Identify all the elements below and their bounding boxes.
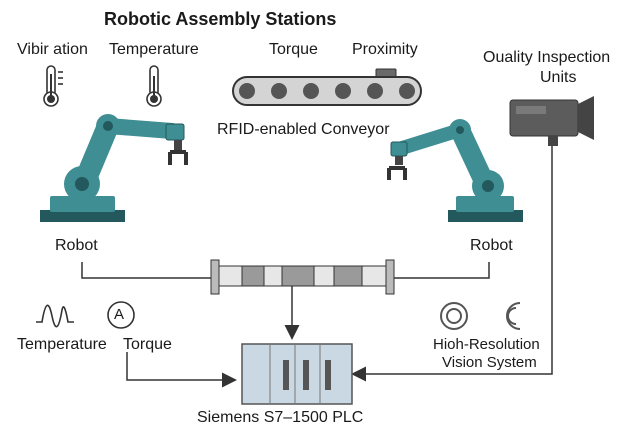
diagram-title: Robotic Assembly Stations	[104, 9, 337, 29]
robot-left-label: Robot	[55, 237, 98, 254]
right-robot-arm-icon	[387, 119, 523, 222]
quality-inspection-camera-icon	[509, 96, 594, 146]
vision-system-label-line1: Hioh-Resolution	[433, 336, 540, 353]
torque-sensor-label: Torque	[269, 41, 318, 58]
robot-right-label: Robot	[470, 237, 513, 254]
proximity-sensor-label: Proximity	[352, 41, 418, 58]
temperature-sensor-label: Temperature	[109, 41, 199, 58]
rfid-conveyor-icon	[232, 68, 422, 106]
temperature-waveform-icon	[36, 304, 74, 328]
left-robot-arm-icon	[40, 114, 188, 222]
siemens-plc-icon	[241, 343, 353, 405]
linear-shaft-icon	[210, 259, 395, 295]
quality-inspection-label-line1: Ouality Inspection	[483, 49, 611, 66]
torque-icon-letter: A	[114, 306, 125, 323]
bottom-torque-label: Torque	[123, 336, 172, 353]
vibration-thermometer-icon	[43, 65, 63, 107]
vibration-sensor-label: Vibir ation	[17, 41, 88, 58]
vision-sensor-icon	[506, 302, 521, 330]
plc-label: Siemens S7–1500 PLC	[197, 409, 364, 426]
temperature-thermometer-icon	[146, 65, 162, 107]
quality-inspection-label-line2: Units	[540, 69, 577, 86]
bottom-temperature-label: Temperature	[17, 336, 107, 353]
vision-lens-icon	[440, 302, 468, 330]
vision-system-label-line2: Vision System	[442, 354, 537, 371]
conveyor-label: RFID-enabled Conveyor	[217, 121, 390, 138]
torque-gauge-icon	[107, 301, 135, 329]
